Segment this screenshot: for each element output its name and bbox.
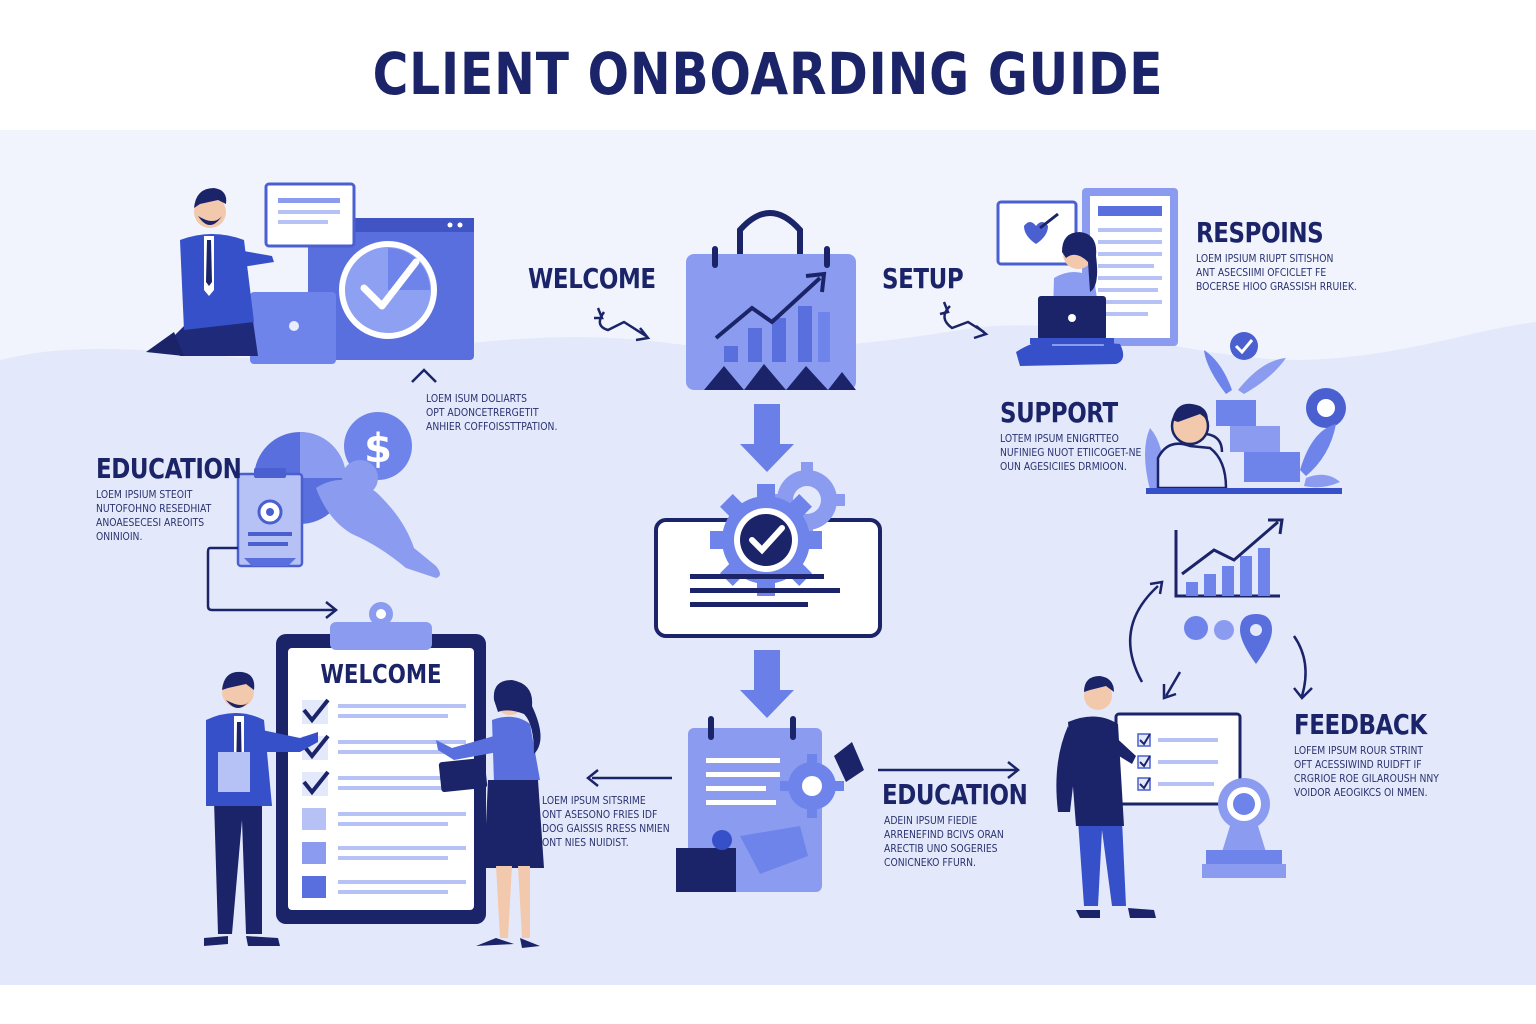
- education-left-body-line: ANOAESECESI AREOITS: [96, 517, 205, 529]
- education-illustration: $: [236, 412, 440, 578]
- planning-illustration: [676, 716, 864, 892]
- page-title: CLIENT ONBOARDING GUIDE: [372, 40, 1164, 108]
- education-right-body-line: ADEIN IPSUM FIEDIE: [884, 815, 978, 827]
- education-left-body-line: NUTOFOHNO RESEDHIAT: [96, 503, 212, 515]
- education-right-heading: EDUCATION: [882, 778, 1028, 811]
- education-right-body-line: CONICNEKO FFURN.: [884, 857, 977, 869]
- education-left-body-line: LOEM IPSIUM STEOIT: [96, 489, 193, 501]
- education-to-welcome-arrow: [206, 546, 334, 612]
- respoins-body: LOEM IPSIUM RIUPT SITISHON ANT ASECSIIMI…: [1196, 252, 1379, 294]
- gear-check-illustration: [654, 462, 882, 638]
- feedback-presenter-illustration: [1056, 676, 1286, 918]
- support-illustration: [1145, 332, 1346, 494]
- welcome-illustration: [146, 182, 474, 364]
- welcome-clipboard-illustration: [204, 602, 544, 948]
- feedback-body-line: VOIDOR AEOGIKCS OI NMEN.: [1294, 787, 1428, 799]
- support-body: LOTEM IPSUM ENIGRTTEO NUFINIEG NUOT ETII…: [1000, 432, 1161, 474]
- growth-bag-illustration: [686, 210, 856, 390]
- education-right-body: ADEIN IPSUM FIEDIE ARRENEFIND BCIVS ORAN…: [884, 814, 1020, 870]
- respoins-illustration: [996, 188, 1178, 366]
- feedback-chart-illustration: [1128, 518, 1313, 700]
- welcome-up-arrow: [411, 368, 437, 383]
- welcome-body: LOEM ISUM DOLIARTS OPT ADONCETRERGETIT A…: [426, 392, 575, 434]
- center-bottom-body: LOEM IPSUM SITSRIME ONT ASESONO FRIES ID…: [542, 794, 687, 850]
- education-left-body-line: ONINIOIN.: [96, 531, 143, 543]
- education-right-body-line: ARRENEFIND BCIVS ORAN: [884, 829, 1004, 841]
- respoins-body-line: BOCERSE HIOO GRASSISH RRUIEK.: [1196, 281, 1357, 293]
- feedback-body-line: CRGRIOE ROE GILAROUSH NNY: [1294, 773, 1439, 785]
- setup-heading: SETUP: [882, 262, 964, 295]
- down-arrow-1: [740, 404, 794, 472]
- down-arrow-2: [740, 650, 794, 718]
- center-bottom-body-line: ONT NIES NUIDIST.: [542, 837, 629, 849]
- support-heading: SUPPORT: [1000, 396, 1118, 429]
- welcome-body-line: OPT ADONCETRERGETIT: [426, 407, 539, 419]
- center-bottom-body-line: LOEM IPSUM SITSRIME: [542, 795, 646, 807]
- feedback-body: LOFEM IPSUM ROUR STRINT OFT ACESSIWIND R…: [1294, 744, 1459, 800]
- feedback-body-line: OFT ACESSIWIND RUIDFT IF: [1294, 759, 1422, 771]
- clipboard-welcome-heading: WELCOME: [320, 660, 442, 690]
- support-body-line: OUN AGESICIIES DRMIOON.: [1000, 461, 1127, 473]
- welcome-body-line: ANHIER COFFOISSTTPATION.: [426, 421, 558, 433]
- center-bottom-body-line: ONT ASESONO FRIES IDF: [542, 809, 658, 821]
- support-body-line: LOTEM IPSUM ENIGRTTEO: [1000, 433, 1119, 445]
- respoins-body-line: LOEM IPSIUM RIUPT SITISHON: [1196, 253, 1334, 265]
- respoins-heading: RESPOINS: [1196, 216, 1324, 249]
- education-right-body-line: ARECTIB UNO SOGERIES: [884, 843, 998, 855]
- center-bottom-body-line: DOG GAISSIS RRESS NMIEN: [542, 823, 670, 835]
- welcome-heading: WELCOME: [528, 262, 656, 295]
- respoins-body-line: ANT ASECSIIMI OFCICLET FE: [1196, 267, 1327, 279]
- education-left-body: LOEM IPSIUM STEOIT NUTOFOHNO RESEDHIAT A…: [96, 488, 227, 544]
- support-body-line: NUFINIEG NUOT ETIICOGET-NE: [1000, 447, 1142, 459]
- feedback-body-line: LOFEM IPSUM ROUR STRINT: [1294, 745, 1424, 757]
- education-left-heading: EDUCATION: [96, 452, 242, 485]
- feedback-heading: FEEDBACK: [1294, 708, 1427, 741]
- welcome-body-line: LOEM ISUM DOLIARTS: [426, 393, 527, 405]
